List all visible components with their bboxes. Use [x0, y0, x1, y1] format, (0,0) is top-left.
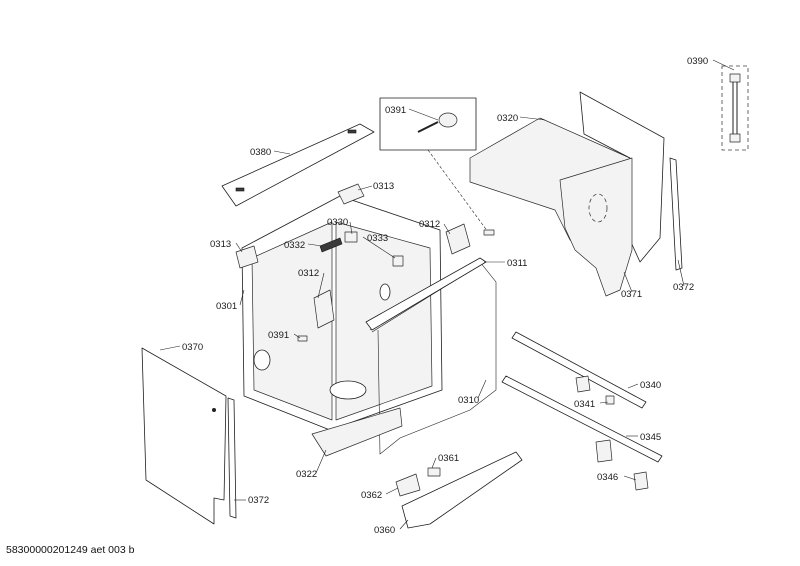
part-0380-top-plate — [221, 123, 375, 207]
part-0391-screw-detail — [379, 97, 489, 233]
callout-0312-right: 0312 — [419, 219, 440, 230]
part-0362-component — [395, 473, 421, 497]
part-0312-bracket-b — [313, 289, 335, 329]
callout-0391-detail: 0391 — [385, 105, 406, 116]
part-0301-tub — [241, 195, 443, 431]
callout-0360: 0360 — [374, 525, 395, 536]
part-0330-component — [344, 231, 358, 243]
callout-0390: 0390 — [687, 56, 708, 67]
callout-0301: 0301 — [216, 301, 237, 312]
callout-0372-right: 0372 — [673, 282, 694, 293]
callout-0320: 0320 — [497, 113, 518, 124]
part-0322-base-front — [311, 407, 403, 457]
part-0332-component — [319, 237, 343, 253]
part-0372-strip-left — [227, 397, 237, 519]
part-0313-clip-a — [337, 183, 365, 205]
part-0320-insulation — [469, 91, 665, 297]
part-0391-screw-a — [483, 229, 495, 236]
callout-0345: 0345 — [640, 432, 661, 443]
callout-0311: 0311 — [507, 258, 527, 269]
part-0346-clip — [595, 439, 649, 491]
diagram-reference-code: 58300000201249 aet 003 b — [6, 544, 135, 556]
part-0361-component — [427, 467, 441, 477]
part-0390-hose — [721, 65, 749, 151]
callout-0391-screw: 0391 — [268, 330, 289, 341]
part-0340-rail — [511, 331, 647, 409]
callout-0361: 0361 — [438, 453, 459, 464]
leader-lines — [159, 59, 735, 530]
part-0333-component — [392, 255, 404, 267]
callout-0322: 0322 — [296, 469, 317, 480]
callout-0312-left: 0312 — [298, 268, 319, 279]
part-0391-screw-b — [297, 335, 308, 342]
callout-0341: 0341 — [574, 399, 595, 410]
part-0370-side-panel — [141, 347, 227, 525]
callout-0370: 0370 — [182, 342, 203, 353]
callout-0346: 0346 — [597, 472, 618, 483]
part-0341-clip — [575, 375, 615, 405]
callout-0332: 0332 — [284, 240, 305, 251]
callout-0313-top: 0313 — [373, 181, 394, 192]
part-0360-base-tray — [401, 451, 523, 529]
callout-0362: 0362 — [361, 490, 382, 501]
callout-0333: 0333 — [367, 233, 388, 244]
callout-0310: 0310 — [458, 395, 479, 406]
callout-0313-left: 0313 — [210, 239, 231, 250]
part-0345-rail — [501, 375, 663, 463]
callout-0340: 0340 — [640, 380, 661, 391]
part-0312-bracket-a — [445, 223, 471, 255]
part-0372-strip-right — [669, 157, 683, 271]
callout-0380: 0380 — [250, 147, 271, 158]
callout-0371: 0371 — [621, 289, 642, 300]
callout-0372-left: 0372 — [248, 495, 269, 506]
callout-0330: 0330 — [327, 217, 348, 228]
